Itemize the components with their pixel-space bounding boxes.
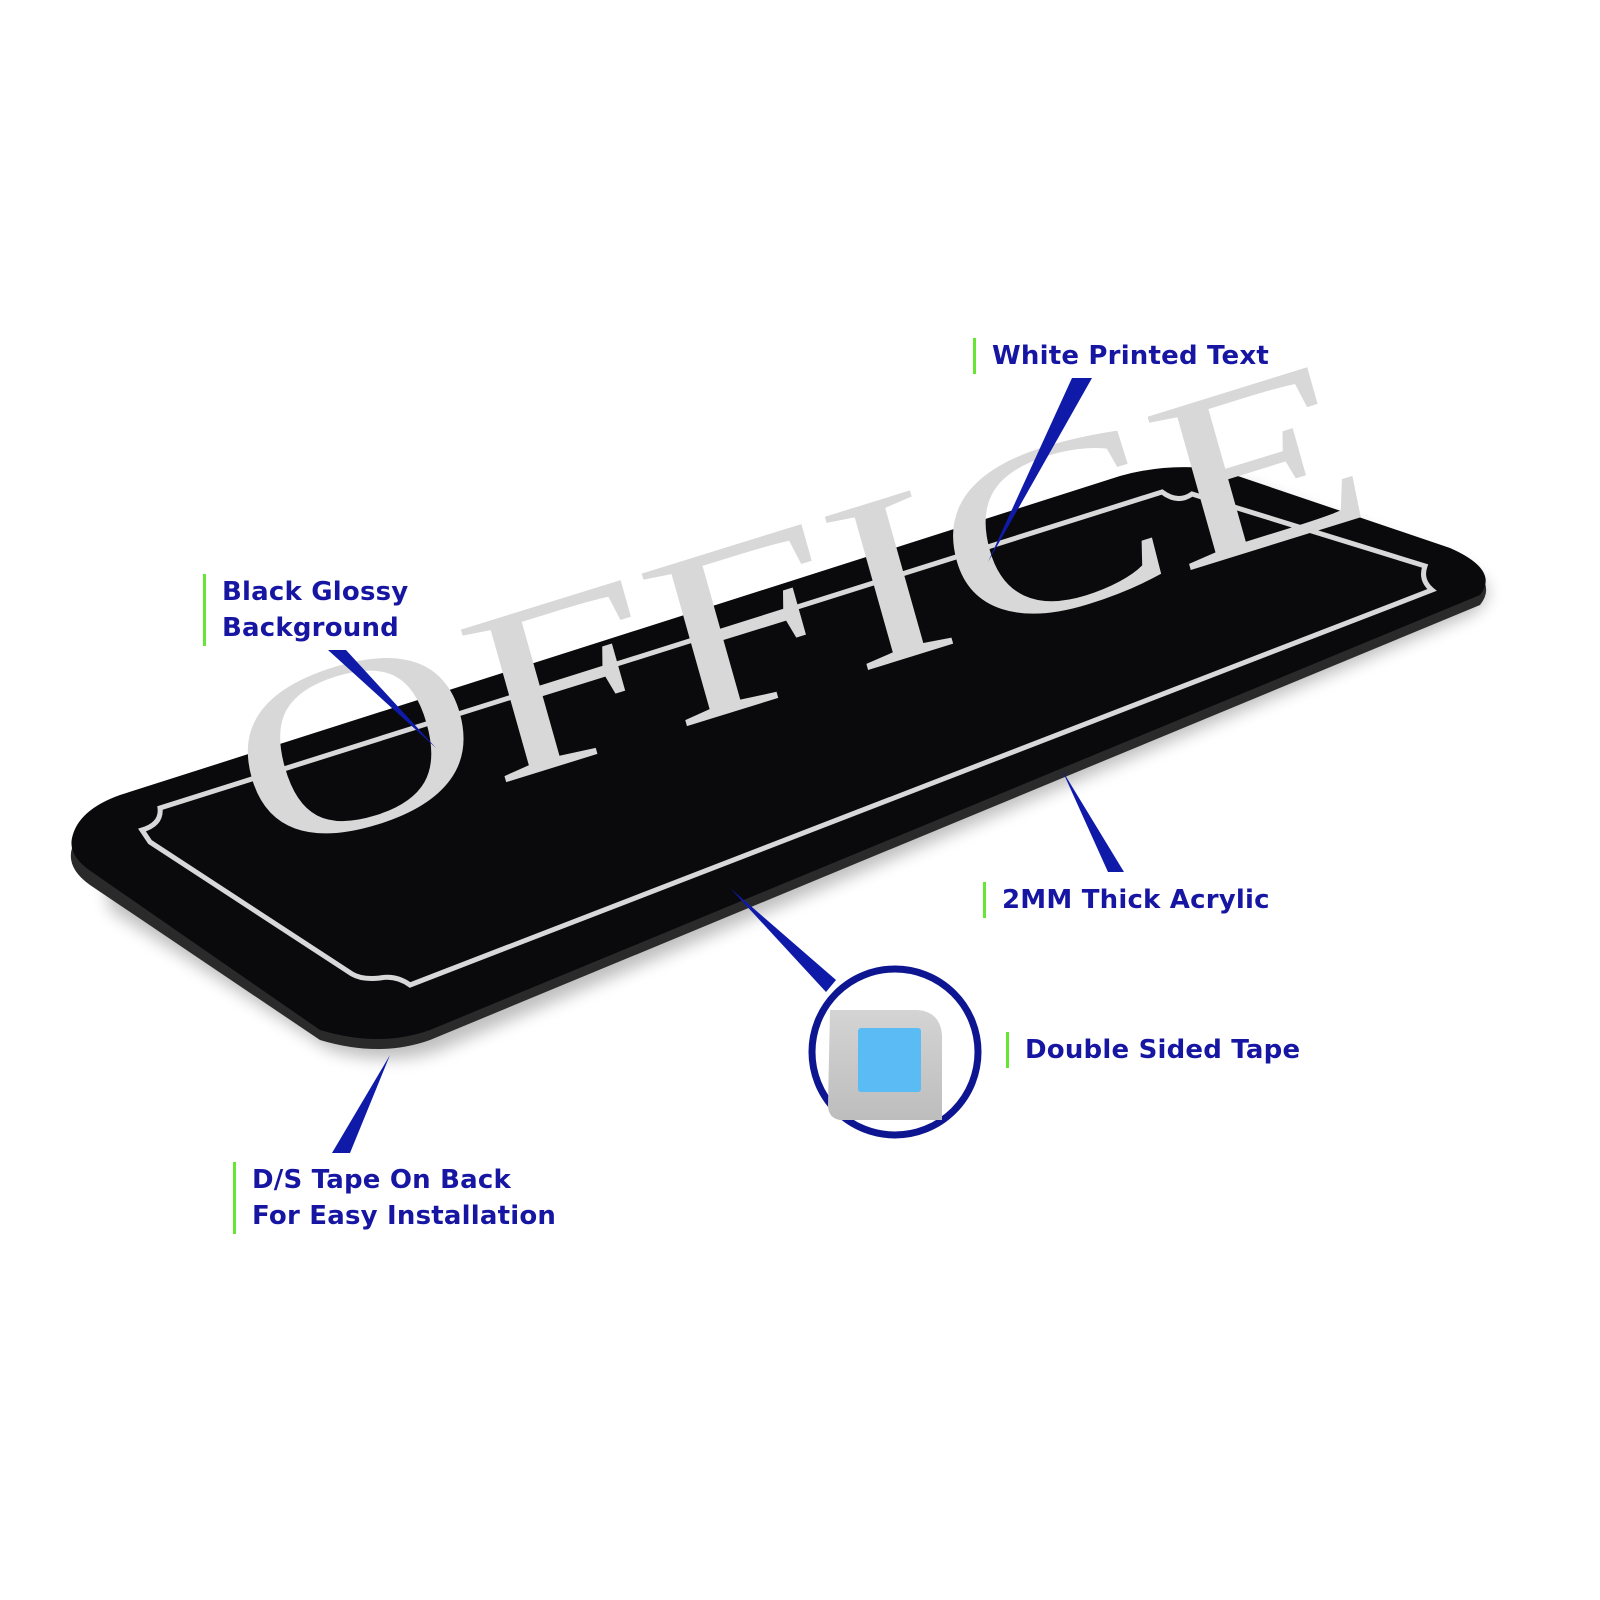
pointer-white-printed-text [988,378,1092,562]
callout-2mm-thick-acrylic: 2MM Thick Acrylic [983,882,1270,918]
callout-text: 2MM Thick Acrylic [1002,885,1270,915]
callout-text: D/S Tape On Back [252,1165,512,1195]
callout-text: Double Sided Tape [1025,1035,1301,1065]
callout-double-sided-tape: Double Sided Tape [1006,1032,1300,1068]
callout-black-glossy-background: Black Glossy Background [203,574,408,646]
callout-text: Background [222,613,399,643]
tape-pad-icon [858,1028,921,1092]
pointer-black-glossy [328,650,436,748]
callout-text: White Printed Text [992,341,1269,371]
sign-face [71,467,1486,1039]
pointer-tape [730,888,836,992]
callout-ds-tape-on-back: D/S Tape On Back For Easy Installation [233,1162,556,1234]
pointer-ds-tape-back [332,1055,390,1153]
callout-text: Black Glossy [222,577,409,607]
sign-border [138,489,1437,988]
callout-white-printed-text: White Printed Text [973,338,1269,374]
pointer-acrylic [1062,770,1124,872]
callout-text: For Easy Installation [252,1201,557,1231]
